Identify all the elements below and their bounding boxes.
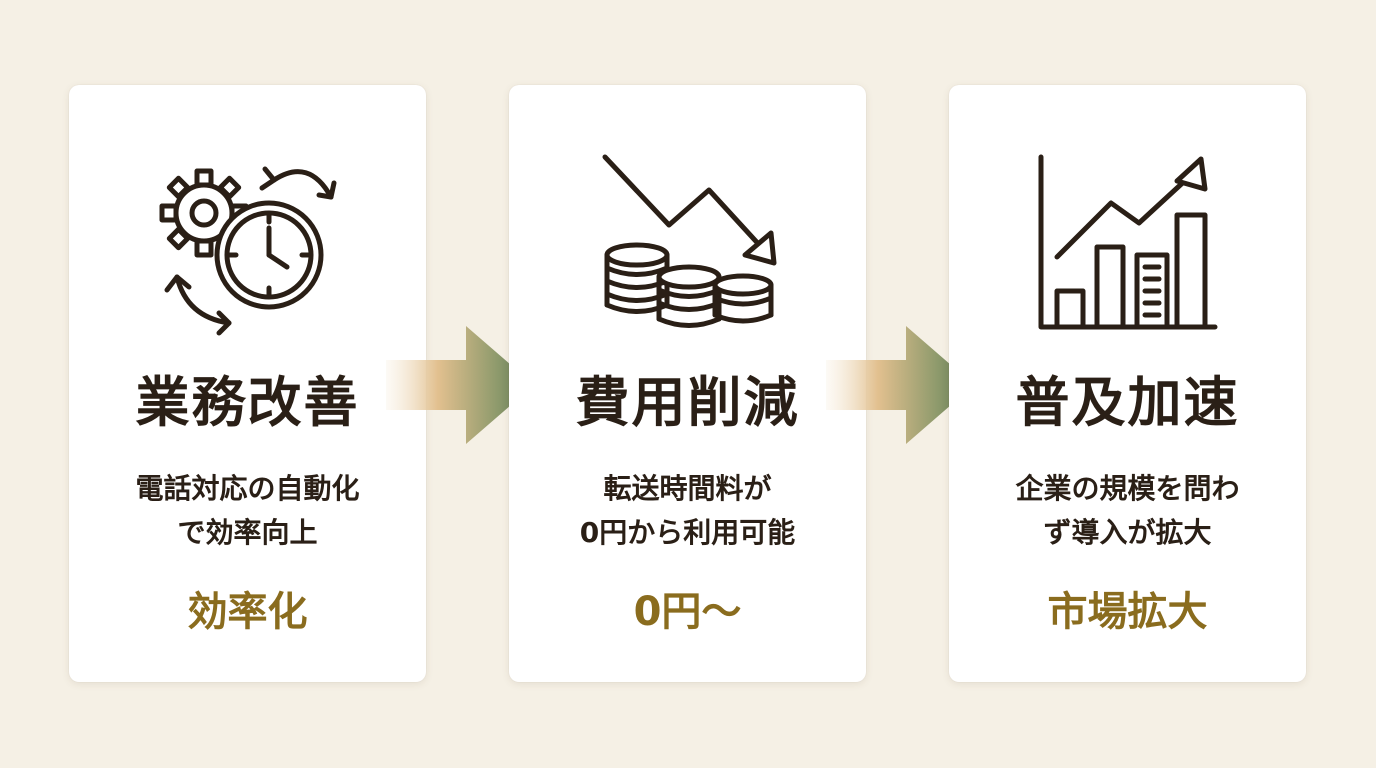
card-title: 業務改善 <box>135 370 360 434</box>
card-description: 企業の規模を問わ ず導入が拡大 <box>949 467 1306 555</box>
card-tag: 効率化 <box>187 589 308 635</box>
card-description-line: ず導入が拡大 <box>1043 516 1212 549</box>
card-tag: 市場拡大 <box>1047 589 1208 635</box>
card-description-line: 企業の規模を問わ <box>1015 472 1240 505</box>
right-arrow-icon <box>826 326 974 444</box>
card-title: 普及加速 <box>1015 370 1240 434</box>
card-business-improvement: 業務改善 電話対応の自動化 で効率向上 効率化 <box>69 85 426 682</box>
card-description-line: 電話対応の自動化 <box>135 472 360 505</box>
card-title: 費用削減 <box>575 370 800 434</box>
card-tag: 0円〜 <box>633 589 742 635</box>
card-description: 電話対応の自動化 で効率向上 <box>69 467 426 555</box>
card-cost-reduction: 費用削減 転送時間料が 0円から利用可能 0円〜 <box>509 85 866 682</box>
card-description-line: 転送時間料が <box>603 472 772 505</box>
coins-down-trend-icon <box>602 154 777 328</box>
card-description-line: で効率向上 <box>177 516 318 549</box>
gear-clock-cycle-icon <box>159 166 337 336</box>
card-adoption-acceleration: 普及加速 企業の規模を問わ ず導入が拡大 市場拡大 <box>949 85 1306 682</box>
bar-chart-growth-icon <box>1038 154 1218 330</box>
right-arrow-icon <box>386 326 534 444</box>
card-description: 転送時間料が 0円から利用可能 <box>509 467 866 555</box>
card-description-line: 0円から利用可能 <box>579 516 796 549</box>
